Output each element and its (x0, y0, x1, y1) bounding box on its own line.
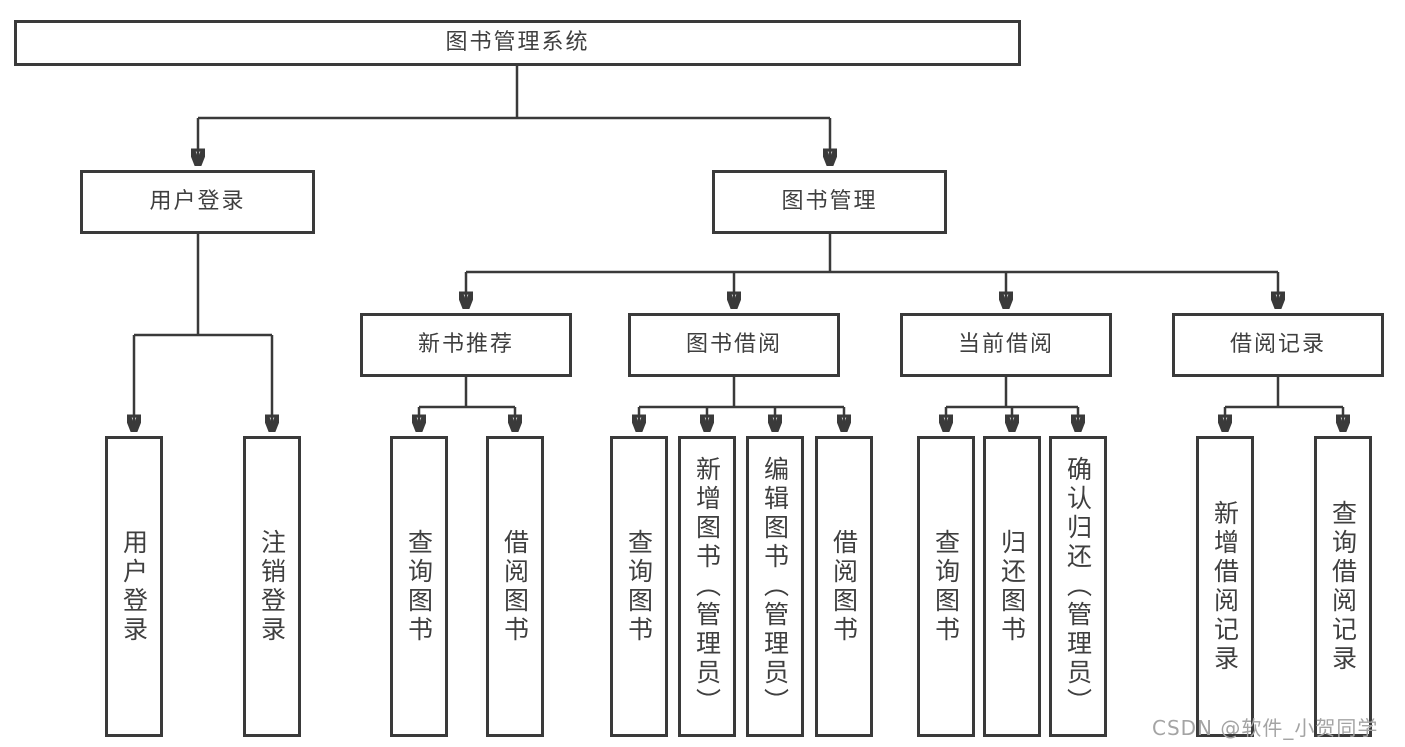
leaf-confirm-return-admin-label: 确认归还（管理员） (1063, 456, 1093, 717)
leaf-query-books-current: 查询图书 (917, 436, 975, 737)
node-current-borrowing: 当前借阅 (900, 313, 1112, 377)
leaf-borrow-books-recommend: 借阅图书 (486, 436, 544, 737)
node-user-login: 用户登录 (80, 170, 315, 234)
leaf-query-books-recommend: 查询图书 (390, 436, 448, 737)
leaf-query-books-recommend-label: 查询图书 (404, 528, 434, 645)
leaf-borrow-books-recommend-label: 借阅图书 (500, 528, 530, 645)
node-book-borrowing-label: 图书借阅 (685, 332, 782, 357)
watermark: CSDN @软件_小贺同学 (1152, 716, 1379, 740)
leaf-query-books-borrowing-label: 查询图书 (624, 528, 654, 645)
leaf-edit-book-admin: 编辑图书（管理员） (746, 436, 804, 737)
leaf-add-borrow-record-label: 新增借阅记录 (1210, 499, 1240, 674)
node-book-borrowing: 图书借阅 (628, 313, 840, 377)
node-borrow-records: 借阅记录 (1172, 313, 1384, 377)
node-user-login-label: 用户登录 (149, 189, 246, 214)
node-library-system: 图书管理系统 (14, 20, 1021, 66)
leaf-logout: 注销登录 (243, 436, 301, 737)
leaf-logout-label: 注销登录 (257, 528, 287, 645)
leaf-query-borrow-record: 查询借阅记录 (1314, 436, 1372, 737)
leaf-user-login-label: 用户登录 (119, 528, 149, 645)
leaf-user-login: 用户登录 (105, 436, 163, 737)
node-book-management: 图书管理 (712, 170, 947, 234)
leaf-query-books-borrowing: 查询图书 (610, 436, 668, 737)
node-borrow-records-label: 借阅记录 (1229, 332, 1326, 357)
node-new-book-recommend-label: 新书推荐 (417, 332, 514, 357)
leaf-edit-book-admin-label: 编辑图书（管理员） (760, 456, 790, 717)
node-current-borrowing-label: 当前借阅 (957, 332, 1054, 357)
node-new-book-recommend: 新书推荐 (360, 313, 572, 377)
leaf-add-borrow-record: 新增借阅记录 (1196, 436, 1254, 737)
leaf-add-book-admin: 新增图书（管理员） (678, 436, 736, 737)
leaf-borrow-books: 借阅图书 (815, 436, 873, 737)
leaf-query-books-current-label: 查询图书 (931, 528, 961, 645)
node-library-system-label: 图书管理系统 (445, 30, 590, 55)
leaf-query-borrow-record-label: 查询借阅记录 (1328, 499, 1358, 674)
leaf-return-books-label: 归还图书 (997, 528, 1027, 645)
leaf-add-book-admin-label: 新增图书（管理员） (692, 456, 722, 717)
leaf-borrow-books-label: 借阅图书 (829, 528, 859, 645)
node-book-management-label: 图书管理 (781, 189, 878, 214)
leaf-return-books: 归还图书 (983, 436, 1041, 737)
leaf-confirm-return-admin: 确认归还（管理员） (1049, 436, 1107, 737)
